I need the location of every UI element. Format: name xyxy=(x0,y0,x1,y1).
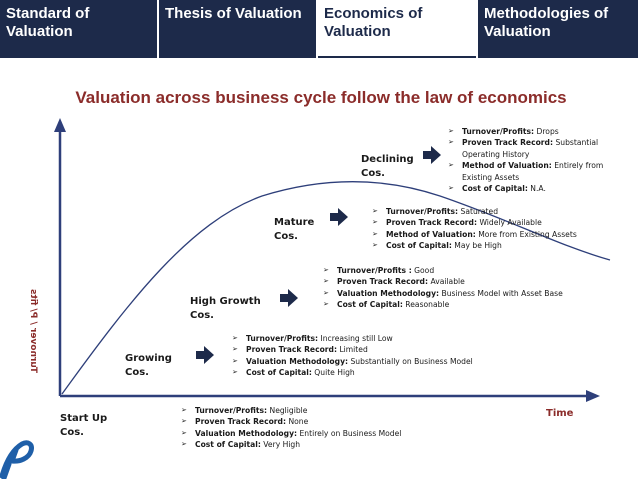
stage-declining-bullets: Turnover/Profits: Drops Proven Track Rec… xyxy=(448,126,608,195)
list-item: Turnover/Profits: Drops xyxy=(448,126,608,138)
list-item: Turnover/Profits : Good xyxy=(323,265,568,277)
tab-label: Economics of Valuation xyxy=(324,5,423,40)
list-item: Cost of Capital: N.A. xyxy=(448,183,608,195)
list-item: Method of Valuation: Entirely from Exist… xyxy=(448,160,608,183)
list-item: Proven Track Record: Substantial Operati… xyxy=(448,137,608,160)
tab-label: Standard of Valuation xyxy=(6,5,90,40)
list-item: Valuation Methodology: Substantially on … xyxy=(232,356,492,368)
arrow-right-icon xyxy=(196,346,214,364)
stage-growing: Growing Cos. xyxy=(125,353,172,378)
stage-high-growth-bullets: Turnover/Profits : Good Proven Track Rec… xyxy=(323,265,568,311)
list-item: Cost of Capital: May be High xyxy=(372,240,622,252)
tab-label: Thesis of Valuation xyxy=(165,5,302,22)
tab-economics-of-valuation[interactable]: Economics of Valuation xyxy=(318,0,476,58)
list-item: Proven Track Record: None xyxy=(181,416,441,428)
stage-start-up: Start Up Cos. xyxy=(60,413,108,438)
list-item: Proven Track Record: Available xyxy=(323,276,568,288)
arrow-right-icon xyxy=(280,289,298,307)
list-item: Proven Track Record: Widely Available xyxy=(372,217,622,229)
list-item: Cost of Capital: Reasonable xyxy=(323,299,568,311)
y-axis-arrowhead xyxy=(54,118,66,132)
list-item: Proven Track Record: Limited xyxy=(232,344,492,356)
list-item: Cost of Capital: Quite High xyxy=(232,367,492,379)
stage-mature-bullets: Turnover/Profits: Saturated Proven Track… xyxy=(372,206,622,252)
list-item: Valuation Methodology: Business Model wi… xyxy=(323,288,568,300)
tab-label: Methodologies of Valuation xyxy=(484,5,609,40)
slide-title: Valuation across business cycle follow t… xyxy=(75,88,567,107)
list-item: Turnover/Profits: Saturated xyxy=(372,206,622,218)
company-logo xyxy=(0,436,34,479)
arrow-right-icon xyxy=(423,146,441,164)
stage-start-up-bullets: Turnover/Profits: Negligible Proven Trac… xyxy=(181,405,441,451)
list-item: Turnover/Profits: Negligible xyxy=(181,405,441,417)
tab-methodologies-of-valuation[interactable]: Methodologies of Valuation xyxy=(478,0,638,58)
list-item: Valuation Methodology: Entirely on Busin… xyxy=(181,428,441,440)
stage-high-growth: High Growth Cos. xyxy=(190,296,261,321)
x-axis-label: Time xyxy=(546,408,574,419)
stage-mature: Mature Cos. xyxy=(274,217,315,242)
tab-thesis-of-valuation[interactable]: Thesis of Valuation xyxy=(159,0,316,58)
tab-standard-of-valuation[interactable]: Standard of Valuation xyxy=(0,0,157,58)
list-item: Cost of Capital: Very High xyxy=(181,439,441,451)
stage-declining: Declining Cos. xyxy=(361,154,414,179)
list-item: Turnover/Profits: Increasing still Low xyxy=(232,333,492,345)
arrow-right-icon xyxy=(330,208,348,226)
stage-growing-bullets: Turnover/Profits: Increasing still Low P… xyxy=(232,333,492,379)
x-axis-arrowhead xyxy=(586,390,600,402)
list-item: Method of Valuation: More from Existing … xyxy=(372,229,622,241)
